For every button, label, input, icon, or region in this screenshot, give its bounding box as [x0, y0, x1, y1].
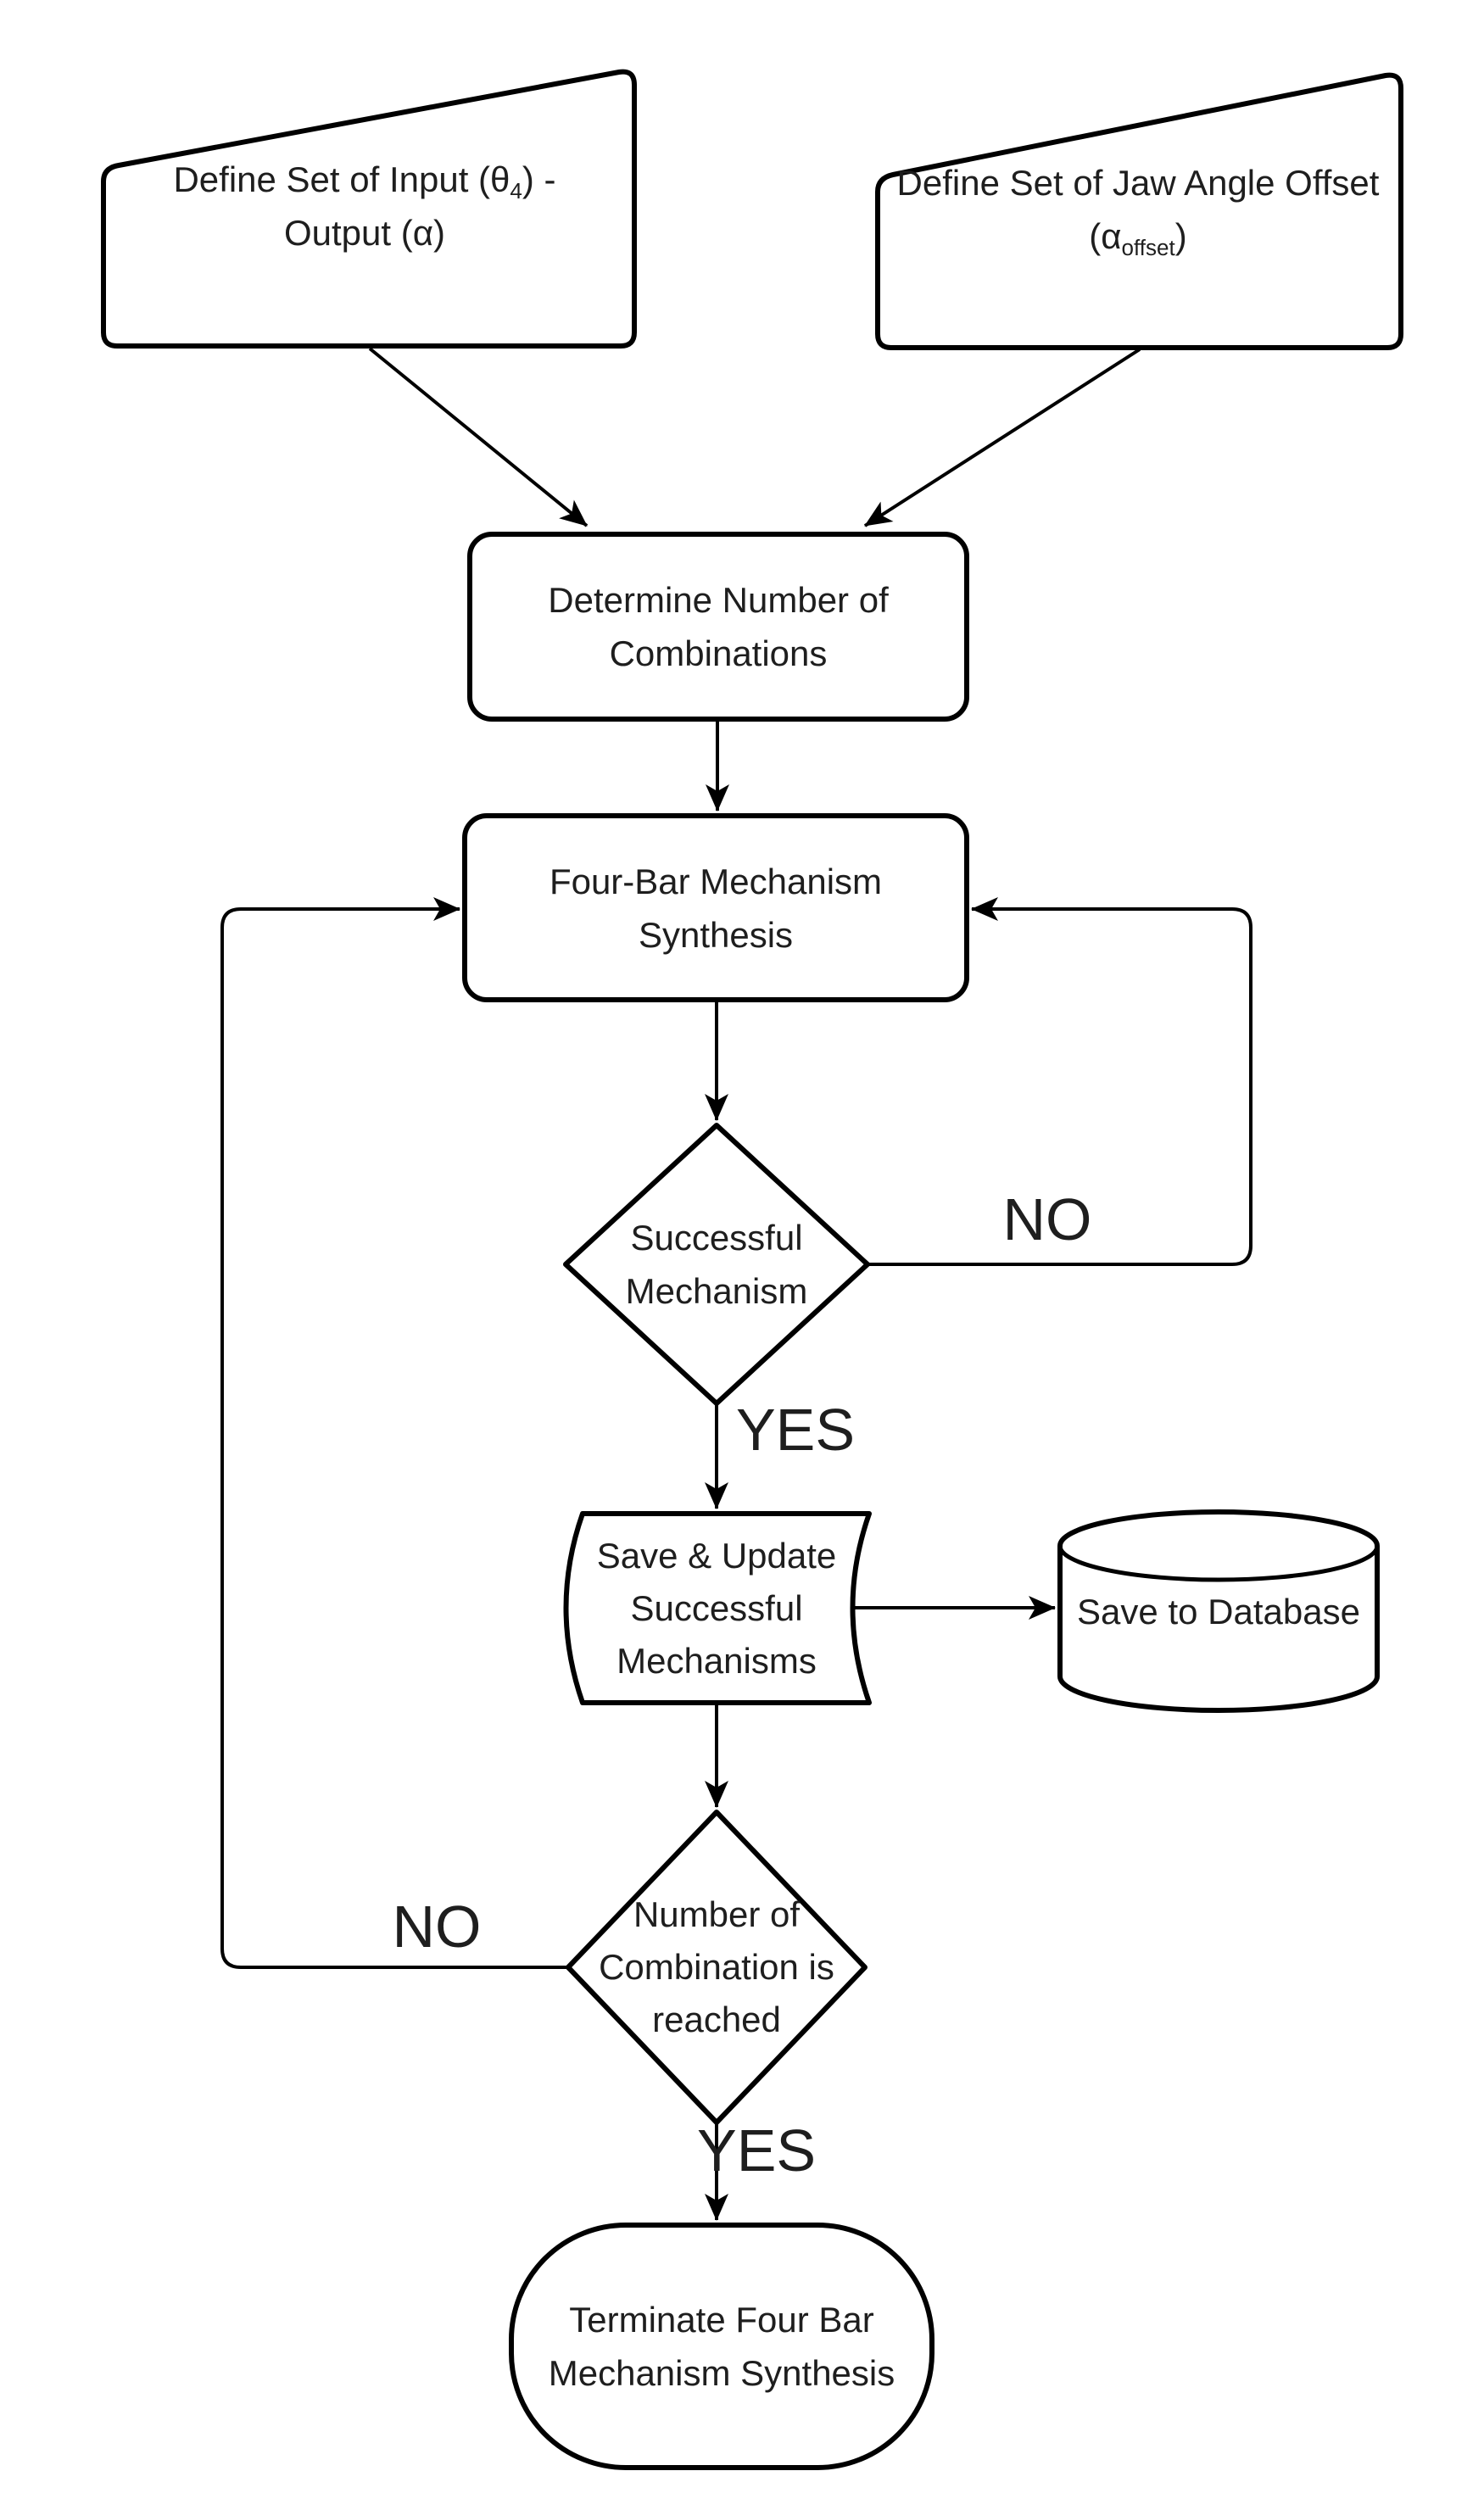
terminator-shape-terminate [509, 2223, 934, 2470]
branch-label-successful-no: NO [1002, 1186, 1092, 1252]
node-label-successful-mechanism: Successful Mechanism [564, 1125, 869, 1403]
edge-reached-no-loop [220, 897, 568, 1969]
node-label-define-jaw-offset: Define Set of Jaw Angle Offset (αoffset) [884, 137, 1392, 282]
define-input-output-line1-text: Define Set of Input (θ [173, 159, 510, 199]
save-update-line3: Mechanisms [616, 1640, 817, 1681]
reached-line1: Number of [633, 1894, 801, 1934]
define-jaw-offset-line1: Define Set of Jaw Angle Offset [896, 163, 1380, 203]
terminate-line2: Mechanism Synthesis [548, 2353, 895, 2393]
define-jaw-offset-line2: (αoffset) [1089, 209, 1186, 263]
database-cylinder-shape [1057, 1509, 1380, 1713]
reached-line3: reached [652, 2000, 781, 2039]
node-label-determine-combinations: Determine Number of Combinations [470, 534, 967, 719]
branch-label-successful-yes: YES [735, 1397, 856, 1463]
define-input-output-line2: Output (α) [283, 213, 445, 253]
edge-successful-no-loop [868, 897, 1252, 1266]
fourbar-line1: Four-Bar Mechanism [549, 861, 883, 901]
manual-input-shape-input-output [101, 69, 637, 349]
successful-line1: Successful [630, 1218, 803, 1258]
terminate-line1: Terminate Four Bar [569, 2300, 874, 2340]
edge-jaw-offset-to-determine [863, 348, 1141, 527]
fourbar-line2: Synthesis [638, 914, 794, 955]
successful-line2: Mechanism [625, 1271, 808, 1311]
save-update-line2: Successful [630, 1587, 803, 1628]
database-cylinder-top-arc [1057, 1545, 1380, 1582]
edge-input-output-to-determine [368, 347, 589, 527]
node-label-combination-reached: Number of Combination is reached [568, 1812, 865, 2122]
branch-label-reached-yes: YES [697, 2117, 817, 2184]
node-label-terminate: Terminate Four Bar Mechanism Synthesis [511, 2225, 932, 2468]
offset-subscript: offset [1121, 234, 1175, 260]
decision-shape-successful-mechanism [563, 1123, 870, 1406]
alpha-close: ) [1174, 216, 1187, 256]
save-update-line1: Save & Update [596, 1535, 837, 1576]
node-label-define-input-output: Define Set of Input (θ4) - Output (α) [114, 134, 615, 278]
branch-label-reached-no: NO [392, 1894, 482, 1960]
node-label-fourbar-synthesis: Four-Bar Mechanism Synthesis [465, 816, 967, 1000]
alpha-open: (α [1089, 216, 1122, 256]
save-to-database-text: Save to Database [1077, 1591, 1360, 1632]
node-label-save-update: Save & Update Successful Mechanisms [564, 1514, 869, 1703]
process-shape-determine-combinations [467, 532, 969, 722]
manual-input-shape-jaw-offset [875, 72, 1403, 350]
node-label-save-to-database: Save to Database [1062, 1552, 1375, 1671]
define-input-output-line1: Define Set of Input (θ4) - [173, 153, 555, 206]
stored-data-shape-save-update [563, 1511, 872, 1705]
define-input-output-line1-tail: ) - [522, 159, 556, 199]
process-shape-fourbar-synthesis [462, 813, 969, 1002]
decision-shape-combination-reached [566, 1810, 868, 2125]
determine-line1: Determine Number of [548, 580, 889, 620]
determine-line2: Combinations [609, 633, 828, 673]
reached-line2: Combination is [599, 1947, 834, 1987]
theta-subscript: 4 [510, 177, 522, 204]
